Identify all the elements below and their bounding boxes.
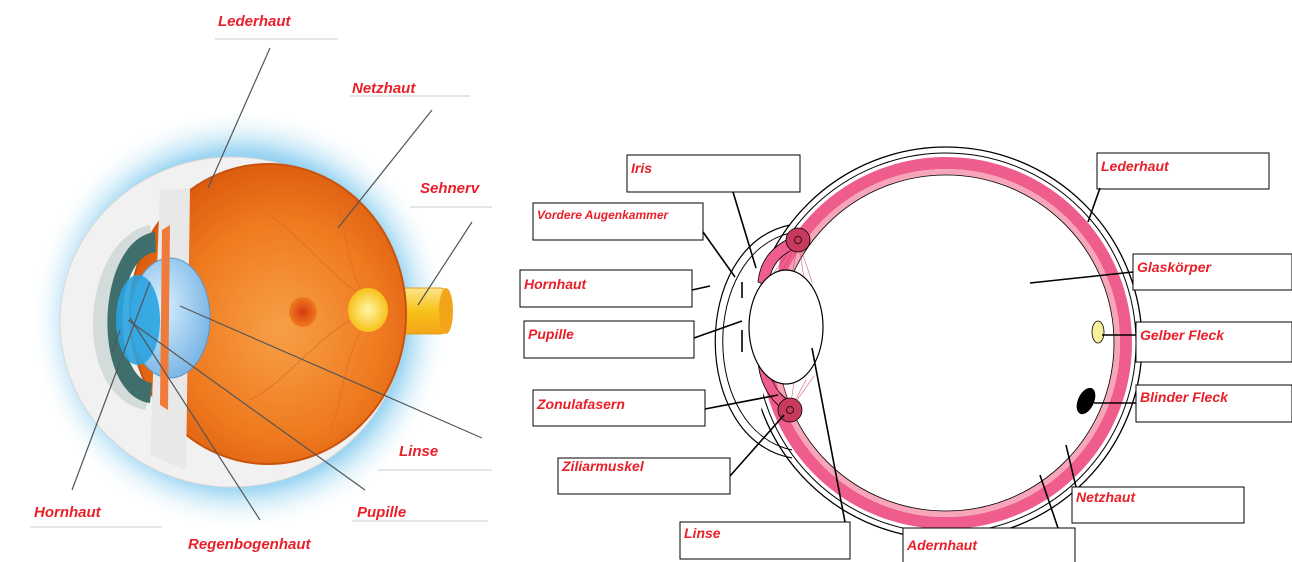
label-left-hornhaut: Hornhaut <box>34 504 102 521</box>
label-right-blinder-fleck: Blinder Fleck <box>1140 389 1229 405</box>
yellow-spot <box>1092 321 1104 343</box>
label-right-vordere-augenkammer: Vordere Augenkammer <box>537 208 669 222</box>
label-right-iris: Iris <box>631 160 652 176</box>
label-left-lederhaut: Lederhaut <box>218 13 292 30</box>
box-iris <box>627 155 800 192</box>
label-right-netzhaut: Netzhaut <box>1076 489 1136 505</box>
right-eye-diagram <box>700 147 1142 539</box>
label-right-gelber-fleck: Gelber Fleck <box>1140 327 1225 343</box>
label-left-regenbogenhaut: Regenbogenhaut <box>188 536 312 553</box>
label-left-pupille: Pupille <box>357 504 406 521</box>
left-eye-illustration <box>30 108 453 532</box>
optic-nerve-end <box>439 288 453 334</box>
label-right-adernhaut: Adernhaut <box>906 537 978 553</box>
optic-disc <box>348 288 388 332</box>
ciliary-muscle-upper <box>786 228 810 252</box>
macula <box>289 297 317 327</box>
label-right-lederhaut: Lederhaut <box>1101 158 1170 174</box>
label-right-hornhaut: Hornhaut <box>524 276 588 292</box>
label-right-ziliarmuskel: Ziliarmuskel <box>561 458 645 474</box>
label-right-glaskoerper: Glaskörper <box>1137 259 1212 275</box>
label-left-sehnerv: Sehnerv <box>420 180 481 197</box>
label-right-zonulafasern: Zonulafasern <box>536 396 625 412</box>
lens-right <box>749 270 823 384</box>
label-left-linse: Linse <box>399 443 438 460</box>
pupil-blue <box>116 275 160 365</box>
label-left-netzhaut: Netzhaut <box>352 80 416 97</box>
label-right-pupille: Pupille <box>528 326 574 342</box>
label-right-linse: Linse <box>684 525 721 541</box>
